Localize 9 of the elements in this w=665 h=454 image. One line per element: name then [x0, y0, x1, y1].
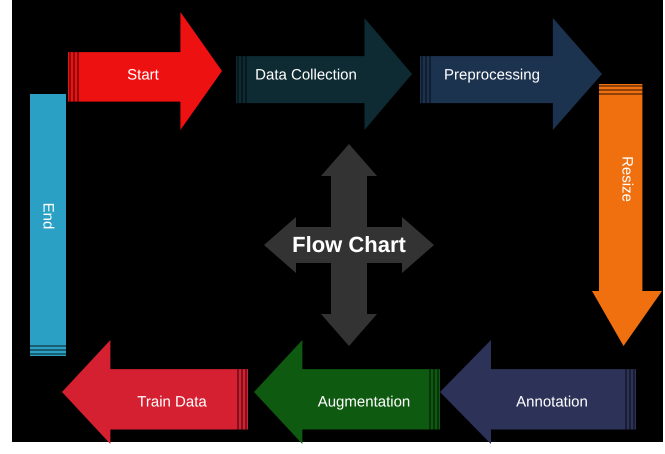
step-label: Start [127, 66, 159, 84]
step-label: Preprocessing [444, 66, 540, 84]
step-label: Annotation [516, 394, 588, 410]
title-label: Flow Chart [292, 232, 406, 258]
step-label: Data Collection [255, 66, 357, 84]
step-label: Resize [618, 156, 636, 202]
step-label: Augmentation [318, 394, 410, 410]
step-label: Train Data [137, 394, 207, 410]
step-label: End [40, 202, 56, 230]
